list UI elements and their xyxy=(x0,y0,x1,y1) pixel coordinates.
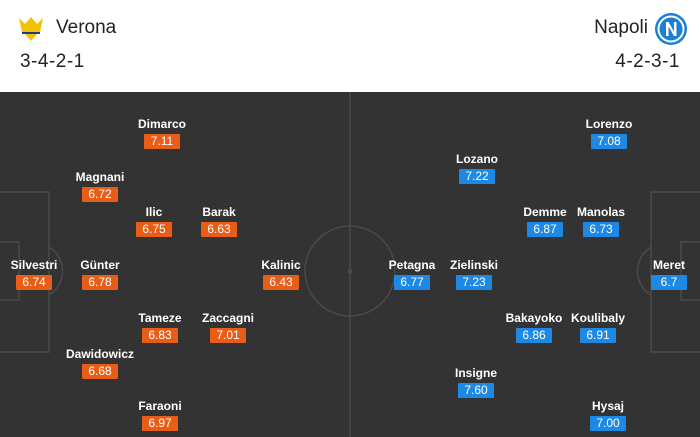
away-player[interactable]: Demme 6.87 xyxy=(500,205,590,238)
player-name: Zielinski xyxy=(449,258,499,272)
player-rating-badge: 7.08 xyxy=(591,134,627,149)
player-name: Dawidowicz xyxy=(65,347,134,361)
away-team-name: Napoli xyxy=(594,17,648,38)
player-name: Insigne xyxy=(454,366,497,380)
player-rating-badge: 7.00 xyxy=(590,416,626,431)
player-rating-badge: 6.83 xyxy=(142,328,178,343)
away-player[interactable]: Zielinski 7.23 xyxy=(429,258,519,291)
pitch-markings xyxy=(0,92,700,437)
player-rating-badge: 6.43 xyxy=(263,275,299,290)
player-name: Hysaj xyxy=(591,399,625,413)
player-rating-badge: 6.78 xyxy=(82,275,118,290)
home-player[interactable]: Barak 6.63 xyxy=(174,205,264,238)
player-rating-badge: 6.7 xyxy=(651,275,687,290)
away-player[interactable]: Lorenzo 7.08 xyxy=(564,117,654,150)
player-rating-badge: 7.11 xyxy=(144,134,180,149)
player-rating-badge: 6.97 xyxy=(142,416,178,431)
home-player[interactable]: Silvestri 6.74 xyxy=(0,258,79,291)
player-name: Meret xyxy=(652,258,685,272)
home-player[interactable]: Faraoni 6.97 xyxy=(115,399,205,432)
player-rating-badge: 6.91 xyxy=(580,328,616,343)
player-rating-badge: 7.60 xyxy=(458,383,494,398)
player-rating-badge: 7.01 xyxy=(210,328,246,343)
player-rating-badge: 6.77 xyxy=(394,275,430,290)
player-name: Demme xyxy=(523,205,567,219)
home-player[interactable]: Günter 6.78 xyxy=(55,258,145,291)
home-player[interactable]: Dawidowicz 6.68 xyxy=(55,347,145,380)
player-rating-badge: 7.23 xyxy=(456,275,492,290)
player-name: Ilic xyxy=(145,205,163,219)
player-name: Petagna xyxy=(388,258,436,272)
player-name: Lorenzo xyxy=(585,117,633,131)
player-name: Günter xyxy=(80,258,120,272)
away-player[interactable]: Manolas 6.73 xyxy=(556,205,646,238)
player-rating-badge: 6.73 xyxy=(583,222,619,237)
player-rating-badge: 6.87 xyxy=(527,222,563,237)
away-player[interactable]: Insigne 7.60 xyxy=(431,366,521,399)
player-name: Tameze xyxy=(138,311,182,325)
match-header: Verona 3-4-2-1 Napoli 4-2-3-1 xyxy=(0,0,700,92)
napoli-logo-icon xyxy=(655,13,687,45)
player-name: Bakayoko xyxy=(505,311,563,325)
home-player[interactable]: Tameze 6.83 xyxy=(115,311,205,344)
home-player[interactable]: Kalinic 6.43 xyxy=(236,258,326,291)
player-rating-badge: 6.75 xyxy=(136,222,172,237)
player-name: Dimarco xyxy=(137,117,187,131)
player-rating-badge: 6.74 xyxy=(16,275,52,290)
player-name: Faraoni xyxy=(138,399,182,413)
player-name: Kalinic xyxy=(261,258,301,272)
player-name: Zaccagni xyxy=(201,311,255,325)
away-formation: 4-2-3-1 xyxy=(615,51,680,72)
away-player[interactable]: Bakayoko 6.86 xyxy=(489,311,579,344)
away-player[interactable]: Lozano 7.22 xyxy=(432,152,522,185)
player-rating-badge: 7.22 xyxy=(459,169,495,184)
player-rating-badge: 6.63 xyxy=(201,222,237,237)
player-name: Manolas xyxy=(576,205,625,219)
player-name: Magnani xyxy=(75,170,125,184)
away-player[interactable]: Koulibaly 6.91 xyxy=(553,311,643,344)
player-name: Koulibaly xyxy=(570,311,625,325)
player-name: Lozano xyxy=(456,152,498,166)
away-player[interactable]: Petagna 6.77 xyxy=(367,258,457,291)
home-team-name: Verona xyxy=(56,17,117,38)
home-player[interactable]: Magnani 6.72 xyxy=(55,170,145,203)
home-player[interactable]: Dimarco 7.11 xyxy=(117,117,207,150)
player-rating-badge: 6.86 xyxy=(516,328,552,343)
home-formation: 3-4-2-1 xyxy=(20,51,85,72)
player-rating-badge: 6.68 xyxy=(82,364,118,379)
away-player[interactable]: Hysaj 7.00 xyxy=(563,399,653,432)
player-rating-badge: 6.72 xyxy=(82,187,118,202)
player-name: Silvestri xyxy=(10,258,58,272)
player-name: Barak xyxy=(202,205,236,219)
away-player[interactable]: Meret 6.7 xyxy=(624,258,700,291)
verona-logo-icon xyxy=(19,17,43,41)
home-player[interactable]: Zaccagni 7.01 xyxy=(183,311,273,344)
home-player[interactable]: Ilic 6.75 xyxy=(109,205,199,238)
